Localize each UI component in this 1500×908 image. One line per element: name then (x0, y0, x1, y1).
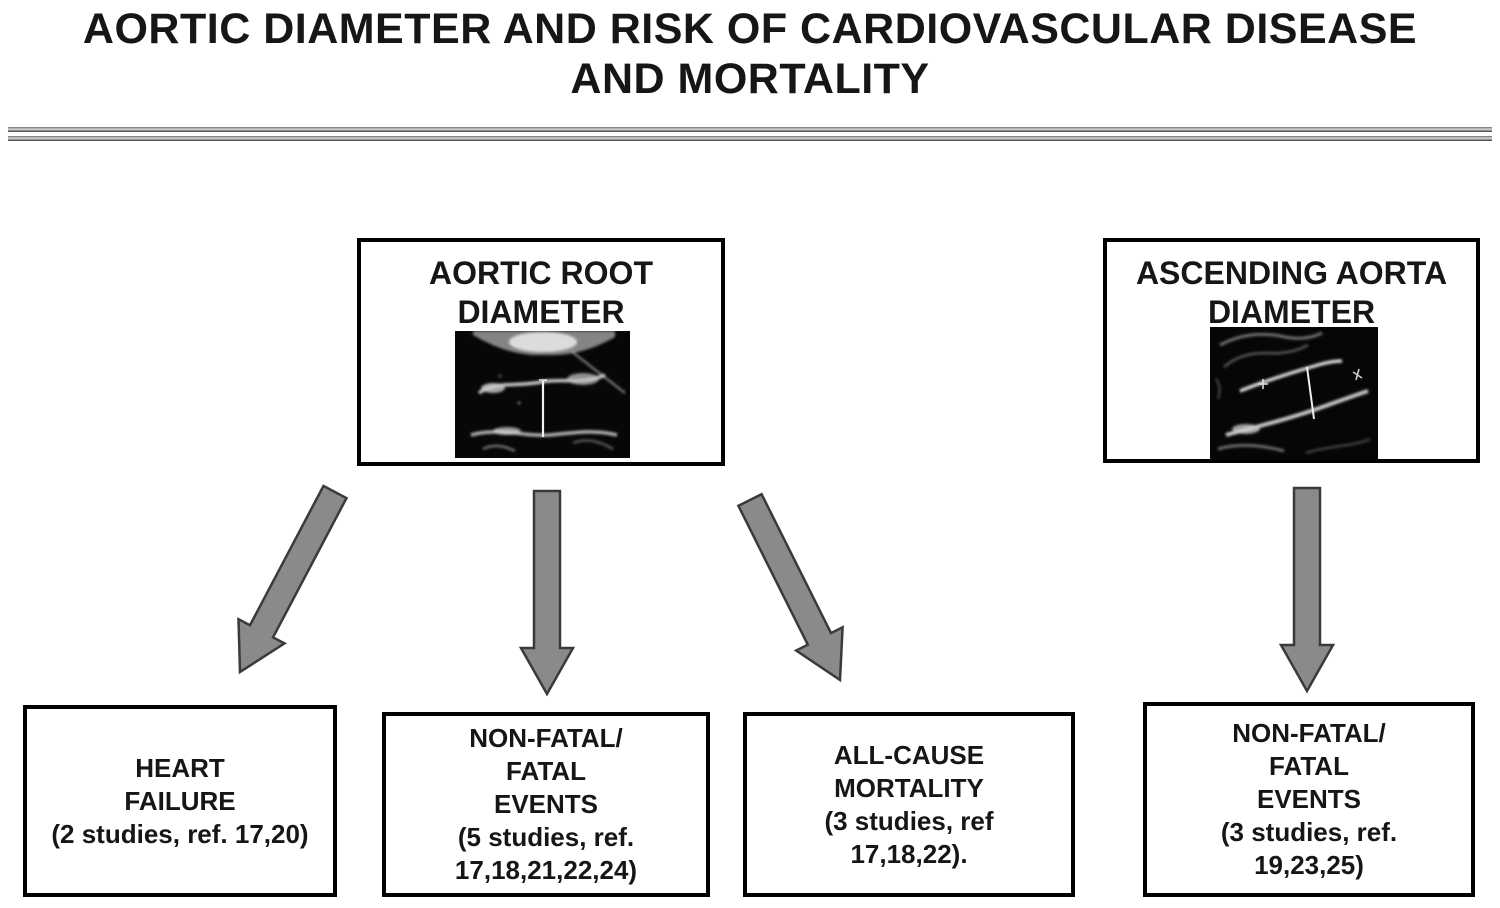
divider-rule-top (8, 127, 1492, 132)
echocardiogram-ascending-aorta-image (1210, 327, 1378, 459)
outcome-text-line: (5 studies, ref. (457, 822, 635, 852)
outcome-text-line: 17,18,22). (850, 838, 968, 869)
figure-title-line2: AND MORTALITY (570, 55, 930, 103)
node-ascending-aorta-label-line1: ASCENDING AORTA (1135, 255, 1448, 291)
node-aortic-root-label-line2: DIAMETER (457, 294, 625, 330)
outcome-text-line: 17,18,21,22,24) (454, 855, 638, 885)
echocardiogram-aortic-root-image (455, 331, 630, 458)
outcome-text-line: HEART (135, 752, 225, 783)
divider-rule-gap (8, 132, 1492, 136)
outcome-text-line: NON-FATAL/ (469, 723, 623, 753)
arrow-root-to-all-cause-mortality (736, 492, 844, 683)
outcome-text-line: (3 studies, ref (824, 805, 994, 836)
node-aortic-root-label-line1: AORTIC ROOT (429, 255, 653, 291)
node-nonfatal-fatal-events-root: NON-FATAL/ FATAL EVENTS (5 studies, ref.… (382, 712, 710, 897)
node-nonfatal-fatal-events-ascending: NON-FATAL/ FATAL EVENTS (3 studies, ref.… (1143, 702, 1475, 897)
node-aortic-root-label: AORTIC ROOT DIAMETER (361, 254, 721, 332)
outcome-text-line: FATAL (1269, 751, 1349, 781)
node-heart-failure: HEART FAILURE (2 studies, ref. 17,20) (23, 705, 337, 897)
node-ascending-aorta-label: ASCENDING AORTA DIAMETER (1107, 254, 1476, 332)
outcome-text-line: FAILURE (124, 785, 236, 816)
node-ascending-aorta-label-line2: DIAMETER (1207, 294, 1376, 330)
outcome-text-line: 19,23,25) (1254, 850, 1364, 880)
arrow-ascending-to-nonfatal-events (1278, 486, 1336, 694)
outcome-text-line: FATAL (506, 756, 586, 786)
divider-rule-bottom (8, 136, 1492, 141)
figure-title: AORTIC DIAMETER AND RISK OF CARDIOVASCUL… (0, 4, 1500, 104)
arrow-root-to-nonfatal-events (518, 489, 576, 697)
outcome-text-line: EVENTS (1256, 784, 1362, 814)
outcome-text-line: (3 studies, ref. (1220, 817, 1398, 847)
outcome-text-line: (2 studies, ref. 17,20) (51, 818, 309, 849)
divider-rule (8, 127, 1492, 141)
node-ascending-aorta-diameter: ASCENDING AORTA DIAMETER (1103, 238, 1480, 463)
arrow-root-to-heart-failure (237, 484, 349, 675)
outcome-text-line: MORTALITY (834, 772, 984, 803)
node-all-cause-mortality: ALL-CAUSE MORTALITY (3 studies, ref 17,1… (743, 712, 1075, 897)
figure-title-line1: AORTIC DIAMETER AND RISK OF CARDIOVASCUL… (82, 5, 1418, 53)
outcome-text-line: EVENTS (493, 789, 599, 819)
node-aortic-root-diameter: AORTIC ROOT DIAMETER (357, 238, 725, 466)
outcome-text-line: ALL-CAUSE (833, 739, 985, 770)
outcome-text-line: NON-FATAL/ (1232, 718, 1386, 748)
